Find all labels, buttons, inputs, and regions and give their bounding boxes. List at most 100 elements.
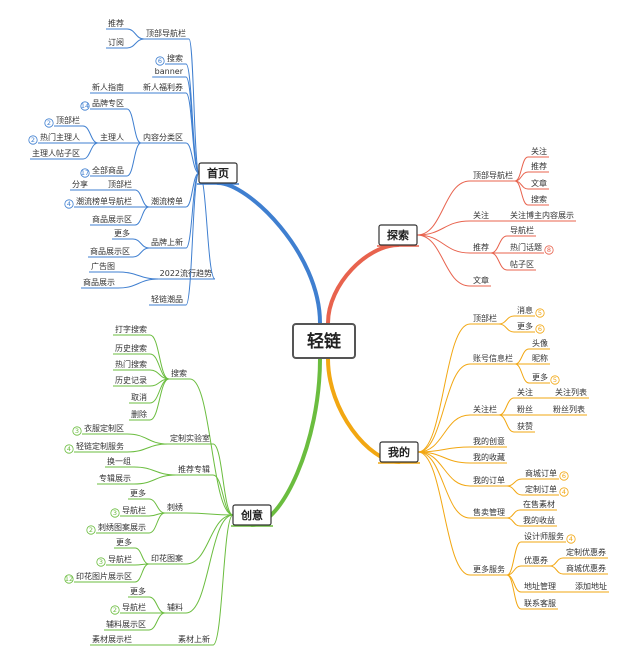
mind-node: 轻链定制服务 bbox=[76, 441, 124, 451]
mind-node: 分享 bbox=[72, 179, 88, 189]
mind-node: 广告图 bbox=[91, 261, 115, 271]
connector-line bbox=[506, 478, 523, 487]
mind-node: 推荐 bbox=[473, 242, 489, 252]
count-badge bbox=[535, 308, 545, 318]
connector-line bbox=[134, 189, 150, 208]
mind-node: 导航栏 bbox=[510, 225, 534, 235]
connector-line bbox=[134, 563, 150, 583]
mind-node: 热门话题 bbox=[510, 242, 542, 252]
node-label: 更多 bbox=[130, 488, 146, 498]
mind-node: 2022流行趋势 bbox=[160, 268, 212, 278]
node-label: 刺绣 bbox=[167, 502, 183, 512]
connector-line bbox=[149, 334, 170, 380]
connector-line bbox=[185, 142, 200, 174]
connector-line bbox=[416, 234, 471, 287]
mind-node: 我的创意 bbox=[473, 436, 505, 446]
mind-node: 商品展示区 bbox=[90, 246, 130, 256]
connector-line bbox=[212, 514, 234, 646]
mind-node: 辅料展示区 bbox=[106, 619, 146, 629]
count-badge bbox=[544, 245, 554, 255]
node-label: 顶部导航栏 bbox=[473, 170, 513, 180]
count-badge bbox=[64, 574, 74, 584]
mind-node: 潮流榜单导航栏 bbox=[76, 196, 132, 206]
connector-line bbox=[212, 474, 234, 516]
center-node-label: 轻链 bbox=[307, 331, 342, 352]
count-badge-number: 2 bbox=[47, 119, 51, 127]
node-label: 文章 bbox=[473, 275, 489, 285]
connector-line bbox=[185, 512, 234, 516]
mind-node: 搜索 bbox=[531, 194, 547, 204]
connector-line bbox=[416, 220, 471, 236]
node-label: 更多 bbox=[517, 321, 533, 331]
node-label: 刺绣图案展示 bbox=[98, 522, 146, 532]
mind-node: 取消 bbox=[131, 392, 147, 402]
node-label: 推荐 bbox=[531, 161, 547, 171]
main-node-label-home: 首页 bbox=[207, 166, 229, 180]
connector-line bbox=[506, 574, 522, 610]
node-label: 辅料 bbox=[167, 602, 183, 612]
count-badge-number: 4 bbox=[562, 488, 566, 496]
node-label: 粉丝 bbox=[517, 404, 533, 414]
count-badge bbox=[80, 101, 90, 111]
mind-node: 地址管理 bbox=[524, 581, 556, 591]
mind-node: 衣服定制区 bbox=[84, 423, 124, 433]
mind-node: 刺绣图案展示 bbox=[98, 522, 146, 532]
mind-node: 顶部栏 bbox=[56, 115, 80, 125]
mind-node: 联系客服 bbox=[524, 598, 556, 608]
connector-line bbox=[417, 451, 471, 487]
connector-line bbox=[148, 512, 166, 534]
count-badge-number: 4 bbox=[569, 535, 573, 543]
mind-node: 换一组 bbox=[107, 456, 131, 466]
mind-node: 全部商品 bbox=[92, 165, 124, 175]
mind-node: 辅料 bbox=[167, 602, 183, 612]
count-badge bbox=[559, 471, 569, 481]
connector-line bbox=[498, 397, 515, 416]
count-badge-number: 5 bbox=[538, 309, 542, 317]
count-badge-number: 2 bbox=[113, 606, 117, 614]
node-label: 轻链潮品 bbox=[151, 294, 183, 304]
connector-line bbox=[148, 596, 166, 614]
connector-line bbox=[185, 172, 200, 306]
count-badge-number: 12 bbox=[65, 575, 73, 583]
node-label: 搜索 bbox=[171, 368, 187, 378]
count-badge-number: 2 bbox=[89, 526, 93, 534]
mind-node: 历史记录 bbox=[115, 375, 147, 385]
mind-node: 顶部栏 bbox=[108, 179, 132, 189]
node-label: 关注列表 bbox=[555, 387, 587, 397]
node-label: 更多 bbox=[114, 228, 130, 238]
mind-node: 头像 bbox=[532, 338, 548, 348]
connector-line bbox=[189, 378, 234, 516]
node-label: 主理人 bbox=[100, 132, 124, 142]
node-label: 帖子区 bbox=[510, 259, 534, 269]
main-node-explore bbox=[378, 224, 418, 246]
node-label: 定制优惠券 bbox=[566, 547, 606, 557]
mind-node: 印花图片展示区 bbox=[76, 571, 132, 581]
mind-node: 我的订单 bbox=[473, 475, 505, 485]
connector-line bbox=[126, 108, 142, 144]
connector-line bbox=[417, 414, 471, 453]
mind-node: 更多 bbox=[130, 488, 146, 498]
connector-line bbox=[148, 498, 166, 514]
node-label: 粉丝列表 bbox=[553, 404, 585, 414]
node-label: 删除 bbox=[131, 409, 147, 419]
node-label: 素材展示栏 bbox=[92, 634, 132, 644]
mind-node: 订阅 bbox=[108, 37, 124, 47]
mind-node: 品牌专区 bbox=[92, 98, 124, 108]
mind-node: 删除 bbox=[131, 409, 147, 419]
connector-line bbox=[417, 363, 471, 453]
node-label: 文章 bbox=[531, 178, 547, 188]
node-label: 我的收益 bbox=[523, 515, 555, 525]
mind-node: 帖子区 bbox=[510, 259, 534, 269]
main-node-label-create: 创意 bbox=[240, 508, 263, 522]
node-label: 印花图片展示区 bbox=[76, 571, 132, 581]
connector-line bbox=[514, 363, 530, 384]
connector-line bbox=[549, 565, 564, 575]
connector-line bbox=[132, 247, 150, 258]
connector-line bbox=[132, 238, 150, 249]
mind-node: 更多 bbox=[532, 372, 548, 382]
count-badge-number: 2 bbox=[31, 136, 35, 144]
count-badge-number: 3 bbox=[99, 558, 103, 566]
mind-node: 推荐 bbox=[108, 18, 124, 28]
connector-line bbox=[82, 142, 99, 160]
mind-node: 搜索 bbox=[167, 53, 183, 63]
